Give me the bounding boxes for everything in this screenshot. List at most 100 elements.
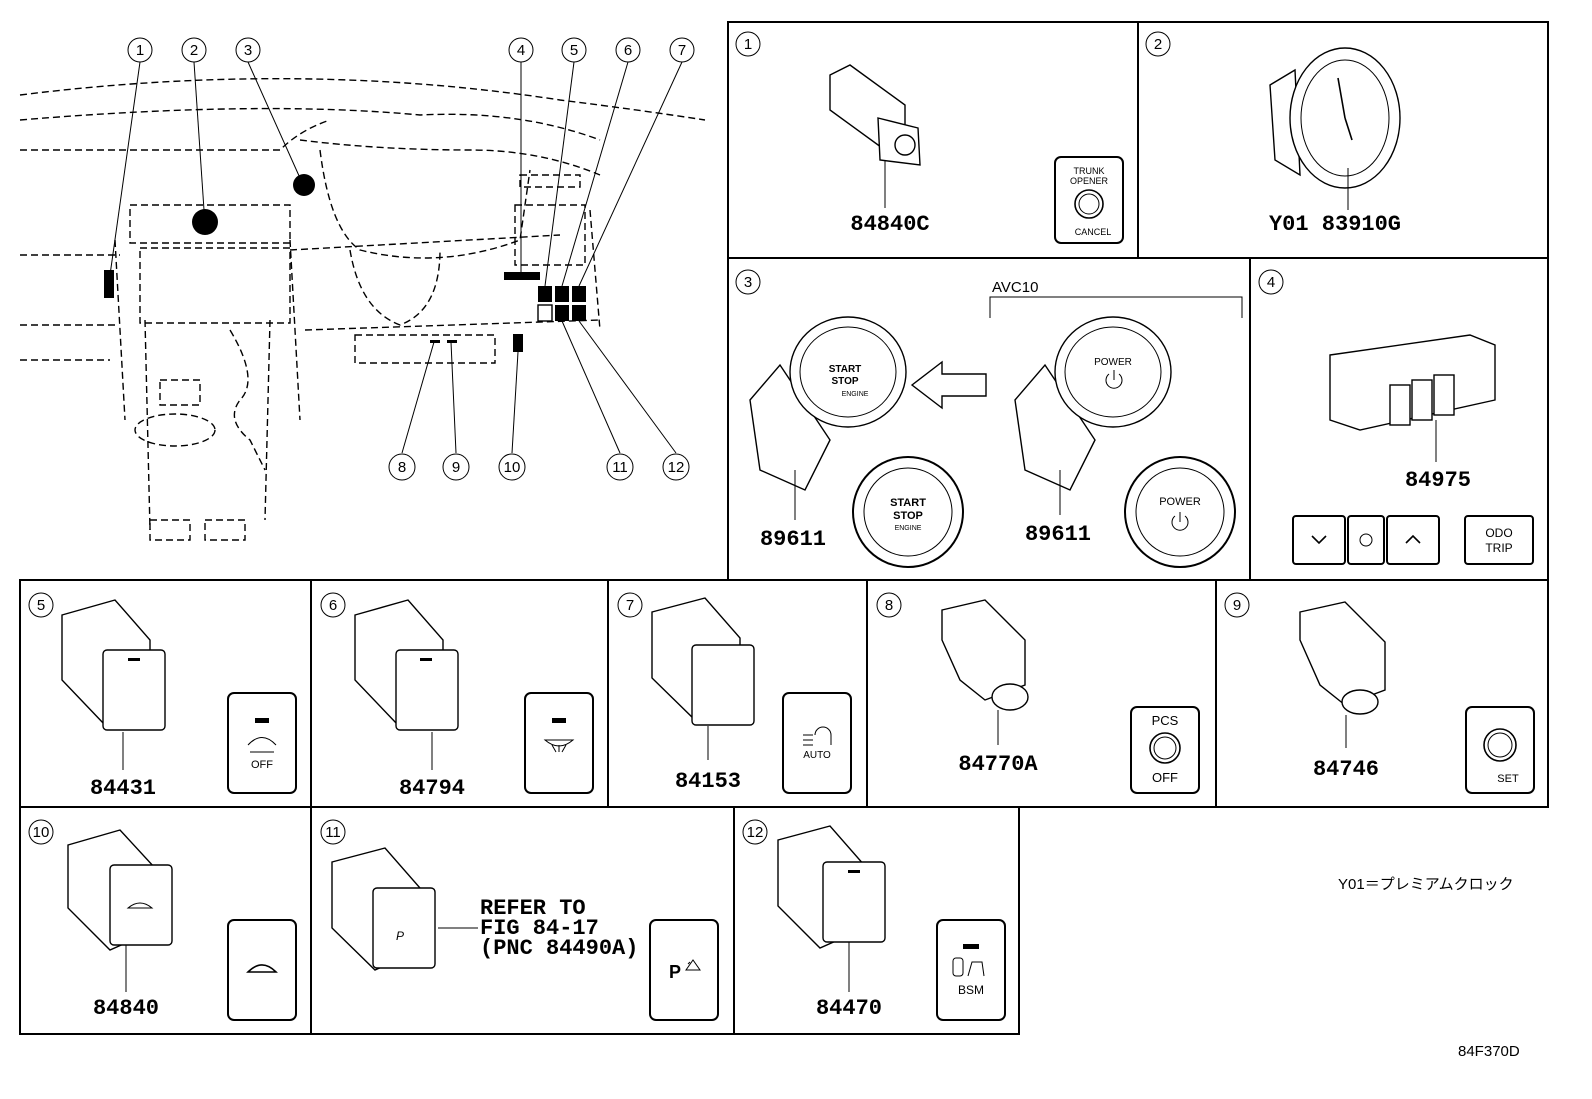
button-text: CANCEL	[1075, 227, 1112, 237]
trunk-icon	[126, 902, 154, 909]
refer-text: FIG 84-17	[480, 916, 599, 941]
button-text: PCS	[1152, 713, 1179, 728]
callout-label: 3	[244, 42, 252, 59]
pnc-label: 89611	[760, 527, 826, 552]
callout-12	[662, 453, 690, 481]
callout-label: 1	[136, 42, 144, 59]
figure-id: 84F370D	[1458, 1043, 1520, 1060]
panel-4-meter-control-switch: 84975 ODO TRIP	[1292, 334, 1534, 565]
panel-10-trunk-switch: 84840	[67, 829, 297, 1021]
panel-11-parking-sensor-switch: P REFER TO FIG 84-17 (PNC 84490A) P	[331, 847, 719, 1021]
panel-number: 1	[744, 36, 752, 53]
trunk-icon	[246, 964, 278, 973]
callout-8	[388, 453, 416, 481]
power-icon	[1105, 370, 1123, 389]
button-text: P	[669, 962, 681, 982]
callout-label: 4	[517, 42, 525, 59]
pnc-label: 84153	[675, 769, 741, 794]
pnc-label: 84431	[90, 776, 156, 801]
callout-4	[508, 37, 534, 63]
callout-11	[606, 453, 634, 481]
clock-icon	[1337, 77, 1353, 141]
defog-icon	[543, 739, 575, 753]
callout-6	[615, 37, 641, 63]
callout-label: 8	[398, 459, 406, 476]
button-text: ENGINE	[895, 525, 922, 532]
panel-12-bsm-switch: 84470 BSM	[777, 825, 1006, 1021]
button-text: OPENER	[1070, 176, 1109, 186]
button-text: ODO	[1485, 526, 1512, 540]
button-text: POWER	[1159, 496, 1201, 508]
panel-5-vsc-off-switch: 84431 OFF	[61, 599, 297, 801]
panel-number: 6	[329, 597, 337, 614]
legend-note: Y01＝プレミアムクロック	[1338, 876, 1514, 893]
panel-grid	[19, 21, 1549, 1035]
callout-10	[498, 453, 526, 481]
button-text: AUTO	[803, 750, 831, 761]
pnc-label: 84794	[399, 776, 465, 801]
button-text: SET	[1497, 773, 1519, 785]
button-text: P	[396, 929, 404, 943]
pnc-label: 84470	[816, 996, 882, 1021]
panel-8-pcs-off-switch: 84770A PCS OFF	[941, 599, 1200, 794]
panel-number: 3	[744, 274, 752, 291]
panel-number: 4	[1267, 274, 1275, 291]
button-text: BSM	[958, 983, 984, 997]
pnc-label: 84770A	[958, 752, 1038, 777]
panel-2-clock: Y01 83910G	[1269, 47, 1401, 237]
callout-label: 10	[504, 459, 521, 476]
chevron-down-icon	[1311, 535, 1327, 545]
button-text: START	[890, 497, 926, 509]
headlamp-auto-icon	[803, 726, 832, 746]
parking-sensor-icon	[685, 959, 701, 971]
callout-2	[181, 37, 207, 63]
callout-label: 6	[624, 42, 632, 59]
pnc-label: Y01 83910G	[1269, 212, 1401, 237]
refer-text: (PNC 84490A)	[480, 936, 638, 961]
pnc-label: 89611	[1025, 522, 1091, 547]
dashboard-overview: 1 2 3 4 5 6 7 8 9 10 11 12	[19, 37, 706, 541]
panel-number: 10	[33, 824, 50, 841]
panel-number: 12	[747, 824, 764, 841]
callout-5	[561, 37, 587, 63]
button-text: POWER	[1094, 357, 1132, 368]
button-text: STOP	[831, 376, 858, 387]
callout-label: 11	[612, 459, 628, 476]
panel-number: 11	[325, 824, 341, 841]
callout-7	[669, 37, 695, 63]
button-text: OFF	[251, 759, 273, 771]
button-text: TRIP	[1485, 541, 1512, 555]
vsc-icon	[247, 737, 277, 753]
brightness-icon	[1359, 533, 1373, 547]
bsm-icon	[952, 957, 985, 977]
panel-3-push-start-switch: AVC10 START STOP ENGINE 89611 START STOP…	[749, 279, 1243, 568]
callout-3	[235, 37, 261, 63]
pnc-label: 84840	[93, 996, 159, 1021]
button-text: ENGINE	[842, 391, 869, 398]
pnc-label: 84746	[1313, 757, 1379, 782]
button-text: START	[829, 364, 862, 375]
callout-label: 7	[678, 42, 686, 59]
callout-label: 9	[452, 459, 460, 476]
callout-label: 5	[570, 42, 578, 59]
panel-number: 8	[885, 597, 893, 614]
variant-label: AVC10	[992, 279, 1038, 296]
panel-numbers: 1 2 3 4 5 6 7 8 9 10 11 12	[28, 31, 1284, 845]
panel-7-headlamp-auto-switch: 84153 AUTO	[651, 597, 852, 794]
panel-6-defogger-switch: 84794	[354, 599, 594, 801]
refer-text: REFER TO	[480, 896, 586, 921]
callout-label: 12	[668, 459, 685, 476]
power-icon	[1171, 512, 1189, 531]
button-text: TRUNK	[1074, 166, 1105, 176]
panel-number: 5	[37, 597, 45, 614]
arrow-left-icon	[910, 360, 987, 410]
callout-label: 2	[190, 42, 198, 59]
panel-number: 2	[1154, 36, 1162, 53]
panel-9-set-switch: 84746 SET	[1299, 601, 1535, 794]
pnc-label: 84975	[1405, 468, 1471, 493]
button-text: OFF	[1152, 770, 1178, 785]
button-text: STOP	[893, 510, 923, 522]
panel-1-trunk-opener-switch: 84840C TRUNK OPENER CANCEL	[829, 64, 1124, 244]
pnc-label: 84840C	[850, 212, 929, 237]
